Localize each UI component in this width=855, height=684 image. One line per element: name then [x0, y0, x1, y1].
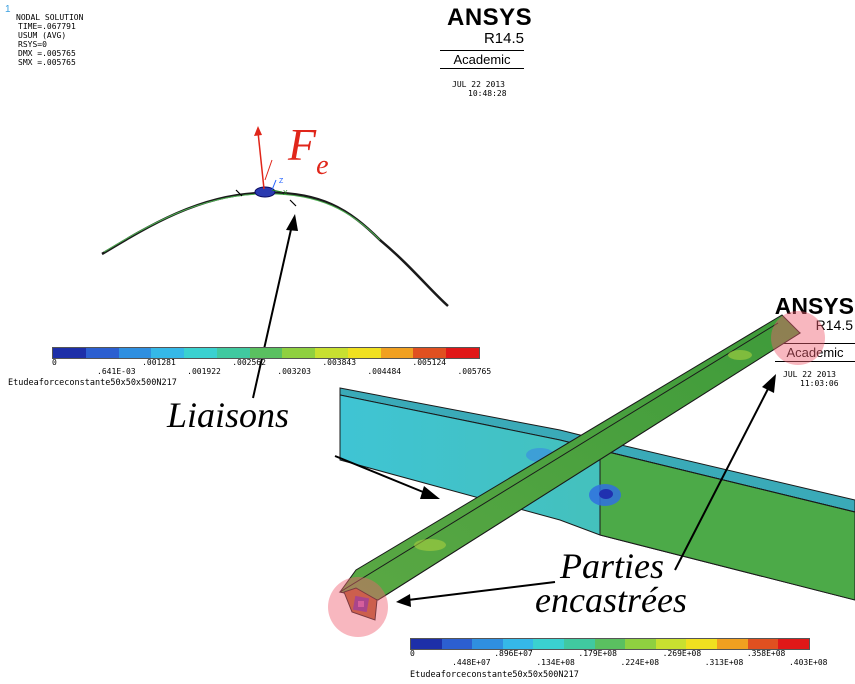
legend-swatch — [594, 639, 626, 649]
info-line: TIME=.067791 — [18, 22, 76, 31]
legend-tick-label: .001281 — [142, 358, 176, 367]
clamp-highlight-top — [771, 311, 825, 365]
legend-swatch — [380, 348, 414, 358]
legend-tick-label: .403E+08 — [788, 658, 828, 667]
parties-arrow-left — [407, 581, 556, 601]
legend-swatch — [625, 639, 656, 649]
label-encastrees: encastrées — [535, 580, 687, 620]
legend-swatch — [686, 639, 718, 649]
legend-swatch — [502, 639, 534, 649]
info-line: USUM (AVG) — [18, 31, 67, 40]
brand2-version: R14.5 — [815, 317, 853, 333]
legend-swatch — [655, 639, 687, 649]
info-line: NODAL SOLUTION — [16, 13, 84, 22]
legend-swatch — [216, 348, 250, 358]
legend-swatch — [472, 639, 503, 649]
legend-tick-label: .358E+08 — [746, 649, 786, 658]
legend-colorbar-top — [52, 347, 480, 359]
brand-time: 10:48:28 — [468, 89, 507, 98]
brand2-edition: Academic — [775, 343, 855, 362]
legend-title-top: Etudeaforceconstante50x50x500N217 — [8, 378, 177, 388]
legend-title-bottom: Etudeaforceconstante50x50x500N217 — [410, 670, 579, 680]
brand-name: ANSYS — [447, 4, 533, 31]
legend-swatch — [282, 348, 316, 358]
liaisons-arrow-top — [252, 224, 293, 399]
legend-swatch — [315, 348, 348, 358]
legend-swatch — [441, 639, 473, 649]
legend-tick-label: .896E+07 — [494, 649, 533, 658]
legend-tick-label: .269E+08 — [662, 649, 702, 658]
legend-swatch — [249, 348, 283, 358]
label-parties: Parties — [560, 546, 664, 586]
legend-labels-top: 0 .001281 .002562 .003843 .005124 .641E-03 .00… — [52, 357, 492, 379]
load-node-icon — [254, 186, 276, 198]
brand-date: JUL 22 2013 — [452, 80, 505, 89]
force-label: Fe — [288, 119, 329, 181]
axis-triad-icon — [271, 179, 277, 191]
legend-swatch — [413, 348, 447, 358]
legend-tick-label: .134E+08 — [536, 658, 575, 667]
legend-swatch — [533, 639, 565, 649]
info-line: DMX =.005765 — [18, 49, 76, 58]
legend-swatch — [118, 348, 152, 358]
legend-swatch — [53, 348, 86, 358]
legend-tick-label: .641E-03 — [97, 367, 136, 376]
brand-version: R14.5 — [483, 30, 524, 47]
legend-swatch — [446, 348, 479, 358]
triad-z: Z — [279, 178, 284, 185]
legend-swatch — [747, 639, 779, 649]
liaisons-arrow-bottom — [334, 455, 429, 495]
legend-tick-label: .448E+07 — [452, 658, 491, 667]
force-arrow-icon — [257, 131, 265, 190]
legend-labels-bottom: 0 .896E+07 .179E+08 .269E+08 .358E+08 .448E+0… — [410, 648, 855, 670]
brand2-date: JUL 22 2013 — [783, 370, 836, 379]
legend-swatch — [717, 639, 748, 649]
brand-edition: Academic — [440, 50, 524, 69]
clamp-highlight-bottom — [328, 577, 388, 637]
ansys-logo-top: ANSYS — [447, 4, 533, 32]
legend-tick-label: .001922 — [187, 367, 221, 376]
parties-arrow-right — [674, 384, 771, 571]
label-liaisons: Liaisons — [167, 395, 290, 435]
legend-swatch — [778, 639, 809, 649]
legend-tick-label: .313E+08 — [704, 658, 744, 667]
legend-tick-label: .005765 — [457, 367, 492, 376]
legend-tick-label: .003203 — [277, 367, 311, 376]
legend-tick-label: 0 — [410, 649, 415, 658]
brand2-time: 11:03:06 — [800, 379, 839, 388]
info-line: SMX =.005765 — [18, 58, 76, 67]
legend-swatch — [184, 348, 217, 358]
legend-tick-label: .003843 — [322, 358, 357, 367]
legend-tick-label: 0 — [52, 358, 57, 367]
legend-tick-label: .004484 — [367, 367, 402, 376]
legend-swatch — [564, 639, 595, 649]
legend-colorbar-bottom — [410, 638, 810, 650]
legend-swatch — [411, 639, 442, 649]
legend-swatch — [347, 348, 381, 358]
legend-tick-label: .002562 — [232, 358, 266, 367]
ansys-logo-bottom: ANSYS — [774, 293, 854, 319]
window-number: 1 — [5, 4, 11, 15]
result-info: NODAL SOLUTION TIME=.067791 USUM (AVG) R… — [16, 13, 83, 67]
legend-tick-label: .179E+08 — [578, 649, 617, 658]
info-line: RSYS=0 — [18, 40, 47, 49]
legend-tick-label: .005124 — [412, 358, 447, 367]
legend-swatch — [85, 348, 119, 358]
triad-x: X — [283, 190, 288, 197]
legend-tick-label: .224E+08 — [620, 658, 660, 667]
legend-swatch — [151, 348, 185, 358]
